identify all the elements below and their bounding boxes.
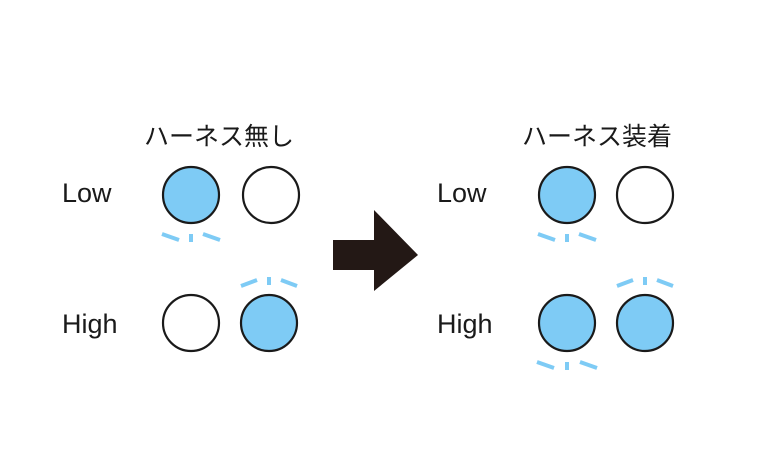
glow-rays-above-led-high-right: [240, 277, 298, 288]
panel-without-harness: ハーネス無し Low High: [62, 122, 301, 353]
glow-ray: [240, 278, 258, 288]
led-high-right: [239, 293, 299, 353]
glow-ray: [280, 278, 298, 288]
row-label-high: High: [437, 309, 493, 339]
led-low-left: [537, 165, 597, 225]
glow-ray: [656, 278, 674, 288]
glow-rays-below-led-high-left: [536, 360, 598, 370]
glow-ray: [536, 360, 555, 370]
panel-with-harness: ハーネス装着 Low High: [437, 122, 675, 370]
glow-ray: [579, 360, 598, 370]
panel-title-without-harness: ハーネス無し: [144, 122, 294, 151]
glow-rays-below-led-low-left: [161, 232, 221, 242]
led-low-right: [615, 165, 675, 225]
led-low-right: [241, 165, 301, 225]
glow-ray: [202, 232, 221, 242]
glow-ray: [537, 232, 556, 242]
led-high-right: [615, 293, 675, 353]
panel-title-with-harness: ハーネス装着: [522, 122, 672, 151]
row-label-low: Low: [62, 178, 112, 208]
led-high-left: [161, 293, 221, 353]
glow-rays-below-led-low-left: [537, 232, 597, 242]
led-high-left: [537, 293, 597, 353]
row-label-high: High: [62, 309, 118, 339]
row-label-low: Low: [437, 178, 487, 208]
glow-ray: [161, 232, 180, 242]
led-low-left: [161, 165, 221, 225]
glow-ray: [578, 232, 597, 242]
right-arrow-icon: [333, 210, 418, 291]
glow-rays-above-led-high-right: [616, 277, 674, 288]
glow-ray: [616, 278, 634, 288]
